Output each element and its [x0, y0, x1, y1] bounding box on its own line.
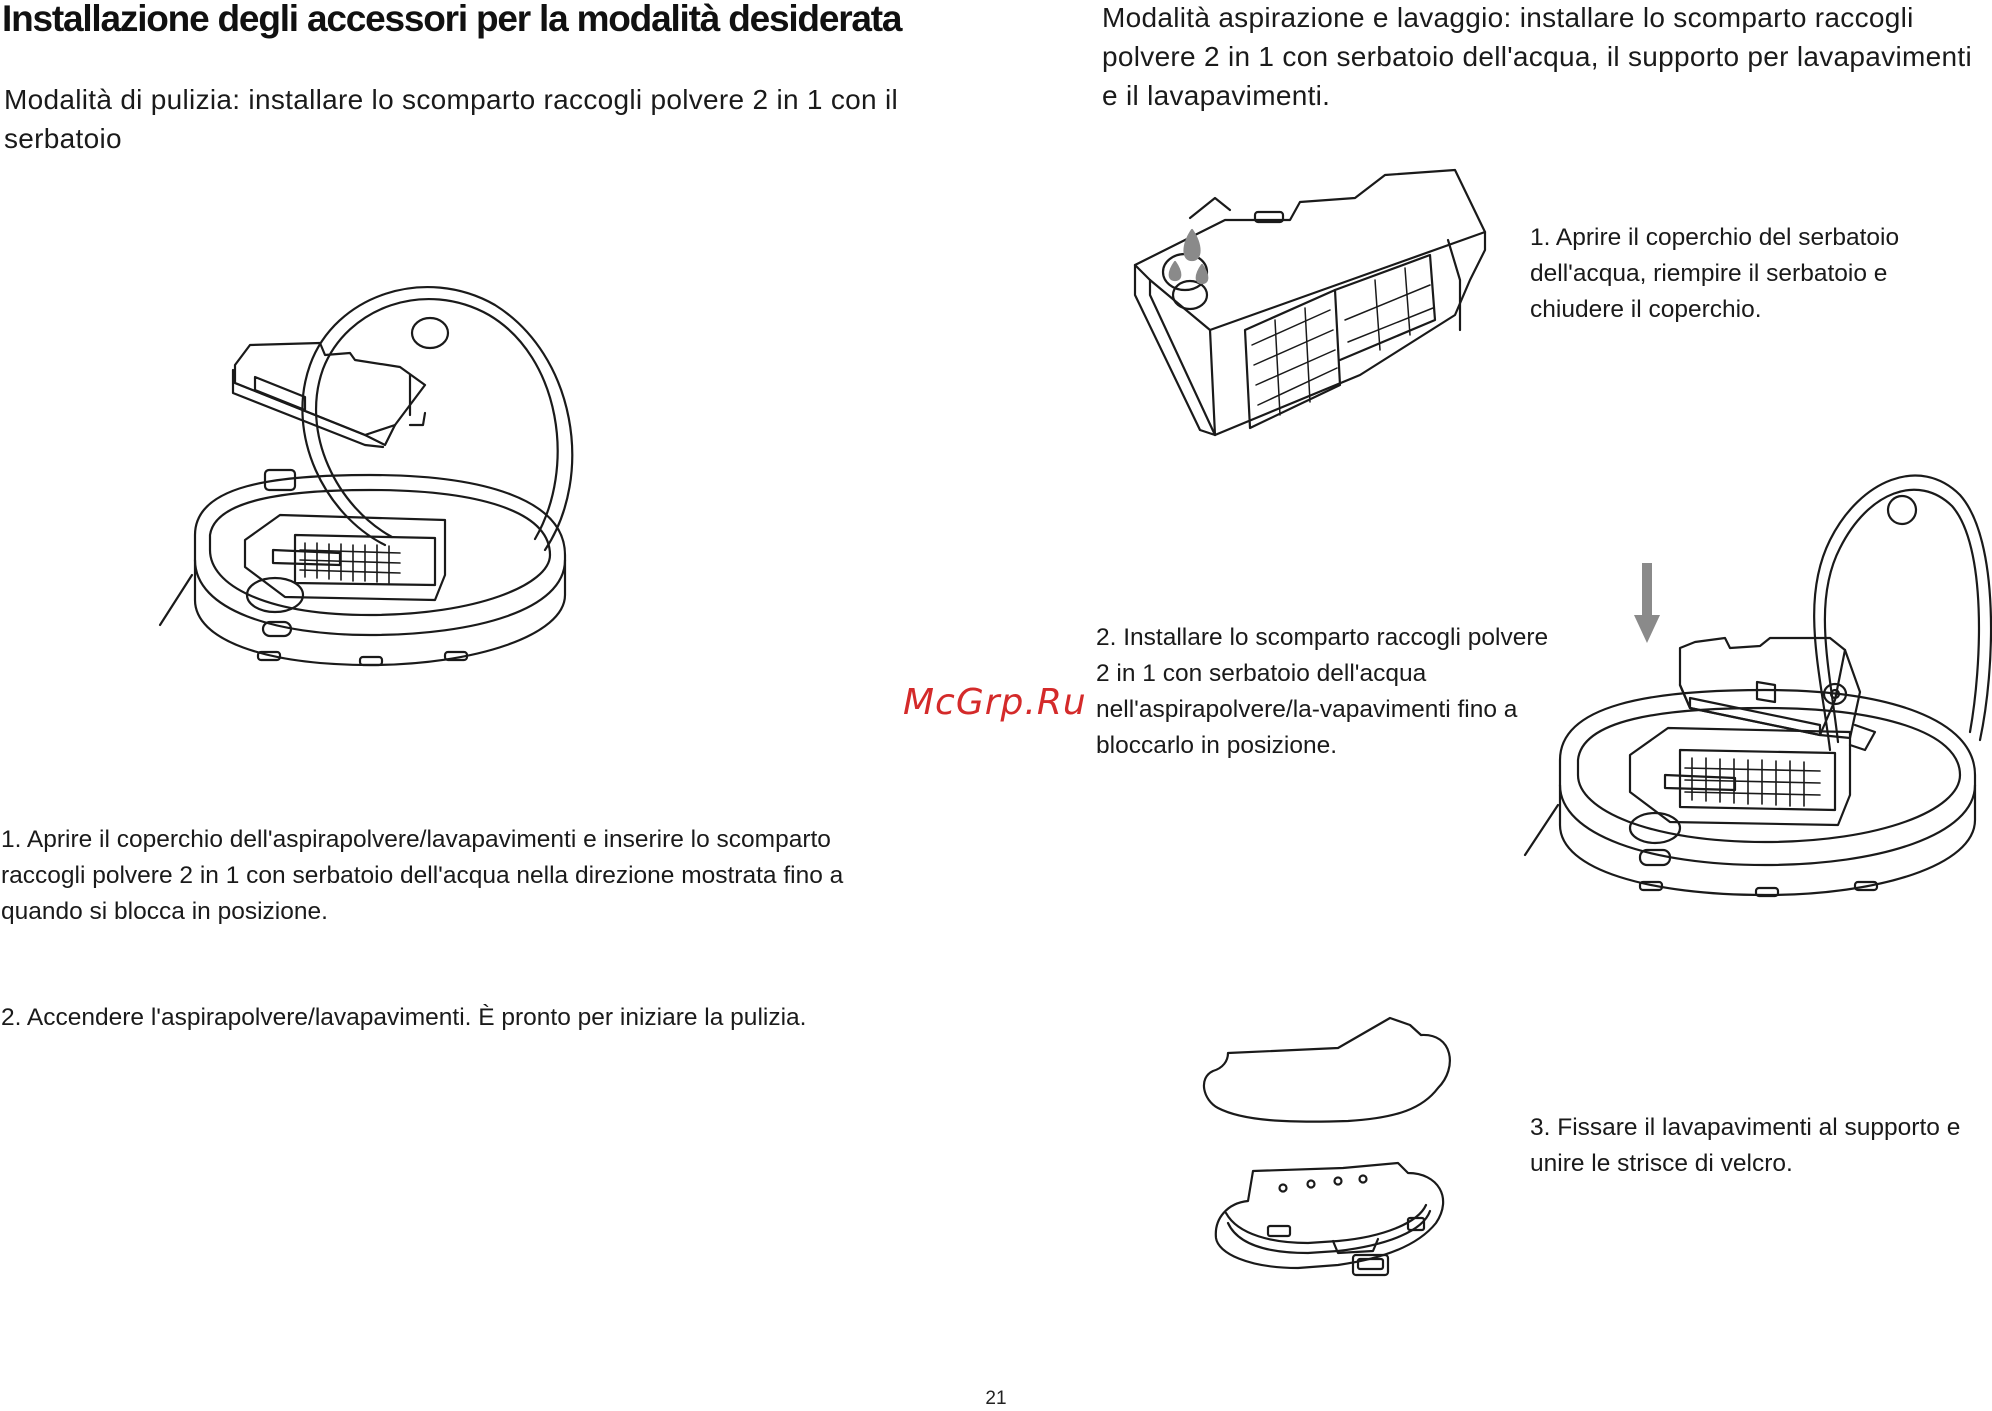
left-step2: 2. Accendere l'aspirapolvere/lavapavimen…	[1, 1004, 807, 1031]
right-step1: 1. Aprire il coperchio del serbatoio del…	[1530, 224, 1900, 323]
page-number: 21	[985, 1388, 1007, 1409]
water-tank-illustration	[1130, 170, 1490, 445]
page-title: Installazione degli accessori per la mod…	[2, 0, 902, 39]
right-heading: Modalità aspirazione e lavaggio: install…	[1102, 2, 1972, 111]
left-step1: 1. Aprire il coperchio dell'aspirapolver…	[1, 826, 844, 925]
robot-vacuum-open-lid-illustration	[155, 285, 585, 725]
mop-cloth-and-holder-illustration	[1198, 1013, 1458, 1278]
watermark-text: McGrp.Ru	[903, 682, 1087, 723]
right-step3: 3. Fissare il lavapavimenti al supporto …	[1530, 1114, 1961, 1177]
down-arrow-icon	[1634, 563, 1660, 643]
robot-vacuum-insert-tank-illustration	[1520, 470, 1980, 940]
right-step2: 2. Installare lo scomparto raccogli polv…	[1096, 624, 1549, 759]
left-heading: Modalità di pulizia: installare lo scomp…	[4, 84, 899, 154]
